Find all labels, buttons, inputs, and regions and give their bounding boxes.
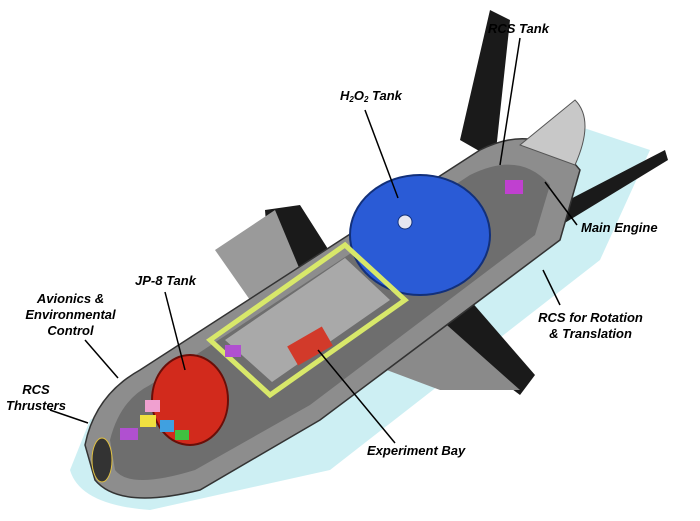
avionics-box [140, 415, 156, 427]
label-main-engine: Main Engine [581, 220, 658, 235]
h2o2-tank-port [397, 214, 413, 230]
label-text: H [340, 88, 350, 103]
label-line: Control [47, 323, 94, 338]
wing-right-body [360, 310, 520, 390]
label-line: Avionics & [36, 291, 105, 306]
avionics-box [120, 428, 138, 440]
experiment-bay-frame [206, 241, 409, 399]
experiment-bay-floor [225, 258, 390, 382]
label-line: RCS [22, 382, 50, 397]
nose-thrusters [91, 437, 113, 483]
avionics-box [175, 430, 189, 440]
label-line: Thrusters [6, 398, 66, 413]
label-text: Tank [368, 88, 402, 103]
avionics-box [145, 400, 160, 412]
main-engine-nozzle [519, 99, 586, 166]
avionics-box [225, 345, 241, 357]
label-subscript: 2 [363, 95, 369, 104]
tail-fin-upper [460, 10, 510, 160]
label-rcs-tank: RCS Tank [488, 21, 549, 36]
wing-left-body [215, 210, 300, 300]
rcs-tank-box [505, 180, 523, 194]
label-line: Environmental [25, 307, 116, 322]
label-rcs-rotation: RCS for Rotation& Translation [528, 310, 653, 342]
label-text: O [353, 88, 364, 103]
label-jp8-tank: JP-8 Tank [135, 273, 196, 288]
label-h2o2-tank: H2O2 Tank [340, 88, 402, 108]
h2o2-tank [349, 174, 491, 296]
leader-lines [49, 37, 578, 444]
experiment-payload [287, 326, 333, 366]
label-experiment-bay: Experiment Bay [367, 443, 466, 458]
avionics-box [160, 420, 174, 432]
label-line: RCS for Rotation [538, 310, 643, 325]
label-line: & Translation [549, 326, 632, 341]
label-subscript: 2 [349, 95, 354, 104]
